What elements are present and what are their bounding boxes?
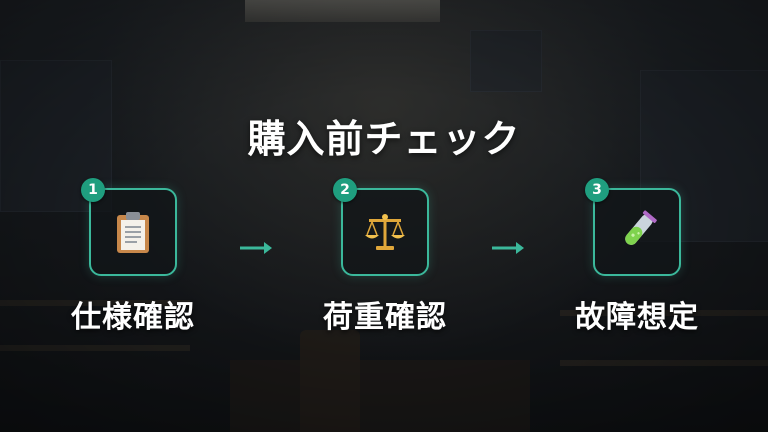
step-number-badge: 2	[333, 178, 357, 202]
step-failure-assumption: 3 故障想定	[562, 178, 712, 336]
test-tube-icon	[625, 210, 657, 245]
step-tile: 1	[81, 178, 177, 276]
arrow-right-icon	[240, 242, 272, 254]
balance-scale-icon	[365, 214, 405, 250]
step-spec-check: 1 仕様確認	[58, 178, 208, 336]
arrow-right-icon	[492, 242, 524, 254]
step-tile: 3	[585, 178, 681, 276]
step-label: 故障想定	[575, 300, 699, 335]
step-tile: 2	[333, 178, 429, 276]
page-title: 購入前チェック	[247, 117, 521, 161]
step-label: 仕様確認	[71, 300, 195, 335]
step-number-badge: 3	[585, 178, 609, 202]
step-label: 荷重確認	[323, 300, 447, 335]
step-number-badge: 1	[81, 178, 105, 202]
clipboard-icon	[117, 212, 149, 253]
step-load-check: 2 荷重確認	[310, 178, 460, 336]
